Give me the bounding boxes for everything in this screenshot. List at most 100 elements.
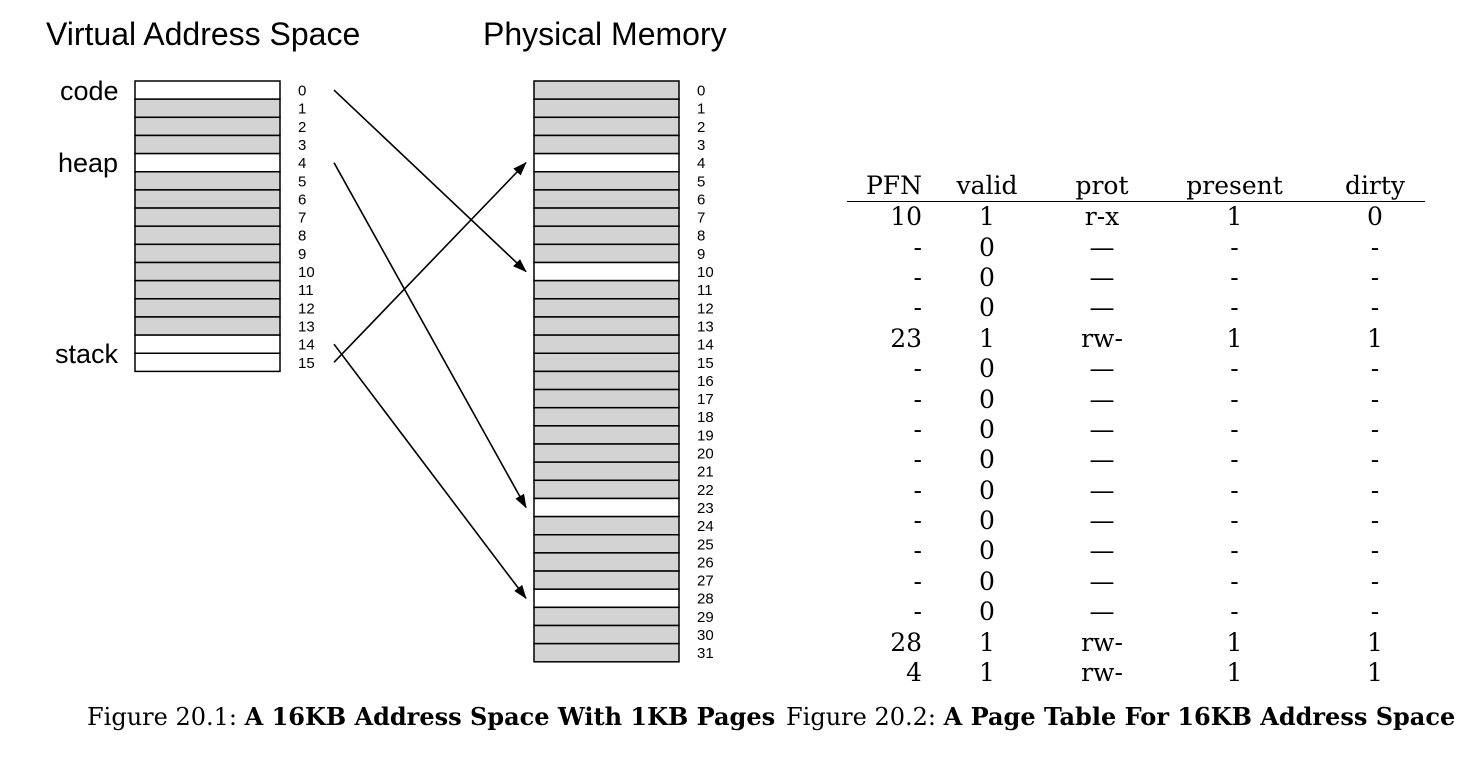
free-virtual-page [134,207,281,227]
physical-frame-number-label: 21 [697,464,714,481]
free-virtual-page [134,171,281,191]
physical-frame-number-label: 7 [697,210,705,227]
valid-cell: 0 [979,475,995,505]
heap-segment-label: heap [58,148,119,178]
valid-cell: 0 [979,566,995,596]
free-physical-frame [533,461,680,482]
valid-cell: 0 [979,232,995,262]
page-table-row: -0—-- [847,597,1425,627]
valid-cell: 1 [979,202,995,232]
dirty-cell: - [1370,232,1380,262]
physical-frame-number-label: 25 [697,536,714,553]
free-physical-frame [533,534,680,554]
physical-frame-number-label: 29 [697,609,714,626]
virtual-page-number-label: 8 [298,228,306,245]
free-physical-frame [533,225,680,246]
used-physical-frame [533,152,680,173]
dirty-cell: - [1370,293,1380,323]
physical-frame-number-label: 20 [697,446,714,463]
page-table-row: -0—-- [847,232,1425,262]
virtual-page-number-label: 6 [298,191,306,208]
prot-cell: — [1089,566,1115,596]
used-virtual-page [134,334,281,355]
used-physical-frame [533,497,680,518]
free-virtual-page [134,116,281,137]
virtual-page-number-label: 4 [298,155,306,172]
present-cell: - [1230,414,1239,444]
pfn-cell: - [913,232,922,262]
prot-cell: — [1089,414,1115,444]
page-table-row: -0—-- [847,293,1425,323]
dirty-cell: - [1370,445,1380,475]
page-table-row: -0—-- [847,445,1425,475]
dirty-cell: - [1370,597,1380,627]
free-physical-frame [533,334,680,355]
prot-cell: rw- [1081,627,1123,657]
pfn-cell: - [913,506,922,536]
physical-frame-number-label: 15 [697,355,714,372]
physical-frame-number-label: 22 [697,482,714,499]
free-physical-frame [533,80,680,100]
dirty-cell: - [1370,566,1380,596]
prot-cell: — [1089,506,1115,536]
present-cell: - [1230,566,1239,596]
physical-frame-number-label: 10 [697,264,714,281]
virtual-address-space-title: Virtual Address Space [46,16,361,52]
prot-cell: rw- [1081,323,1123,353]
code-segment-label: code [60,76,119,106]
dirty-cell: 1 [1367,627,1383,657]
physical-memory-frames: 0123456789101112131415161718192021222324… [533,80,714,663]
prot-cell: — [1089,536,1115,566]
dirty-cell: - [1370,354,1380,384]
page-table-row: -0—-- [847,384,1425,414]
page-table-row: -0—-- [847,536,1425,566]
physical-frame-number-label: 12 [697,300,714,317]
pfn-cell: - [913,384,922,414]
physical-frame-number-label: 6 [697,191,705,208]
figure-20-1-caption: Figure 20.1: A 16KB Address Space With 1… [87,702,775,731]
present-column-header: present [1152,170,1317,202]
free-virtual-page [134,225,281,246]
physical-frame-number-label: 5 [697,173,705,190]
free-physical-frame [533,134,680,155]
present-cell: - [1230,475,1239,505]
physical-frame-number-label: 8 [697,228,705,245]
free-physical-frame [533,98,680,119]
used-virtual-page [134,352,281,373]
valid-cell: 0 [979,506,995,536]
pfn-cell: 10 [890,202,922,232]
present-cell: 1 [1226,658,1243,688]
free-virtual-page [134,279,281,300]
free-physical-frame [533,171,680,191]
present-cell: - [1230,506,1239,536]
valid-cell: 0 [979,262,995,292]
page-table-row: -0—-- [847,506,1425,536]
prot-cell: — [1089,232,1115,262]
pfn-cell: - [913,414,922,444]
pfn-cell: 28 [890,627,922,657]
pfn-column-header: PFN [847,170,922,202]
virtual-page-number-label: 10 [298,264,315,281]
pfn-cell: 4 [906,658,922,688]
valid-cell: 0 [979,354,995,384]
free-virtual-page [134,243,281,264]
page-mapping-arrows [333,89,527,600]
virtual-page-number-label: 5 [298,173,306,190]
free-physical-frame [533,316,680,336]
present-cell: - [1230,293,1239,323]
physical-frame-number-label: 3 [697,137,705,154]
physical-frame-number-label: 31 [697,645,714,662]
dirty-cell: 1 [1367,658,1383,688]
free-virtual-page [134,298,281,318]
valid-cell: 0 [979,536,995,566]
page-table-header-row: PFN valid prot present dirty [847,170,1425,202]
physical-frame-number-label: 13 [697,318,714,335]
page-table-row: -0—-- [847,567,1425,597]
free-physical-frame [533,443,680,463]
free-physical-frame [533,552,680,572]
